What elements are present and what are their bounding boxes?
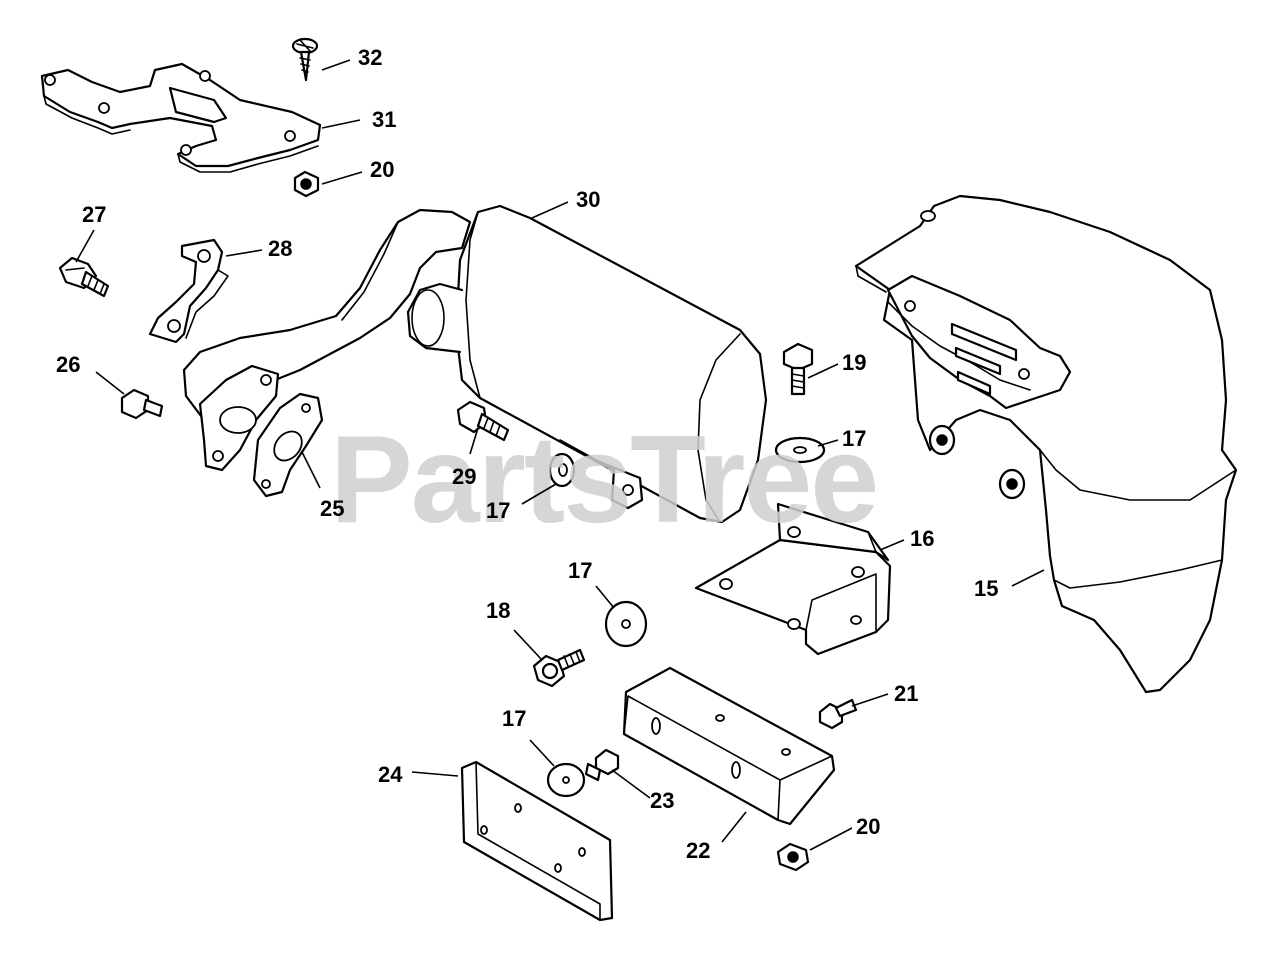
callout-labels: 32 31 20 30 27 28 26 19 17 29 17 25 16 1… [56, 45, 998, 863]
part-20-nut-bottom[interactable] [776, 842, 810, 872]
part-18-bolt[interactable] [532, 648, 586, 688]
callout-17: 17 [502, 706, 526, 731]
part-21-screw[interactable] [818, 698, 858, 730]
watermark-text: PartsTree [330, 411, 877, 549]
part-20-nut-top[interactable] [293, 170, 320, 198]
part-17-washer-d[interactable] [546, 762, 586, 798]
callout-30: 30 [576, 187, 600, 212]
part-22-angle-bracket[interactable] [622, 666, 836, 826]
part-29-bolt[interactable] [456, 400, 510, 442]
callout-25: 25 [320, 496, 344, 521]
part-25-gasket[interactable] [252, 392, 324, 498]
callout-27: 27 [82, 202, 106, 227]
callout-20: 20 [370, 157, 394, 182]
part-16-angle-bracket[interactable] [694, 502, 892, 656]
part-28-small-bracket[interactable] [148, 238, 229, 344]
callout-19: 19 [842, 350, 866, 375]
part-17-washer-a[interactable] [548, 452, 576, 488]
callout-29: 29 [452, 464, 476, 489]
part-31-bracket[interactable] [40, 62, 322, 173]
callout-28: 28 [268, 236, 292, 261]
part-15-heat-shield[interactable] [854, 194, 1238, 694]
callout-15: 15 [974, 576, 998, 601]
callout-21: 21 [894, 681, 918, 706]
callout-23: 23 [650, 788, 674, 813]
callout-22: 22 [686, 838, 710, 863]
part-23-screw[interactable] [584, 748, 620, 782]
part-17-washer-c[interactable] [604, 600, 648, 648]
leader-lines [75, 59, 1045, 851]
callout-26: 26 [56, 352, 80, 377]
callout-18: 18 [486, 598, 510, 623]
part-19-bolt[interactable] [782, 342, 814, 396]
callout-20: 20 [856, 814, 880, 839]
part-17-washer-b[interactable] [774, 436, 826, 464]
callout-17: 17 [486, 498, 510, 523]
callout-16: 16 [910, 526, 934, 551]
callout-31: 31 [372, 107, 396, 132]
part-27-bolt[interactable] [58, 256, 110, 298]
callout-17: 17 [842, 426, 866, 451]
callout-24: 24 [378, 762, 403, 787]
part-32-screw[interactable] [291, 37, 319, 82]
callout-17: 17 [568, 558, 592, 583]
part-30-muffler[interactable] [182, 204, 768, 524]
part-24-plate[interactable] [460, 760, 614, 922]
part-26-screw[interactable] [120, 388, 164, 420]
callout-32: 32 [358, 45, 382, 70]
